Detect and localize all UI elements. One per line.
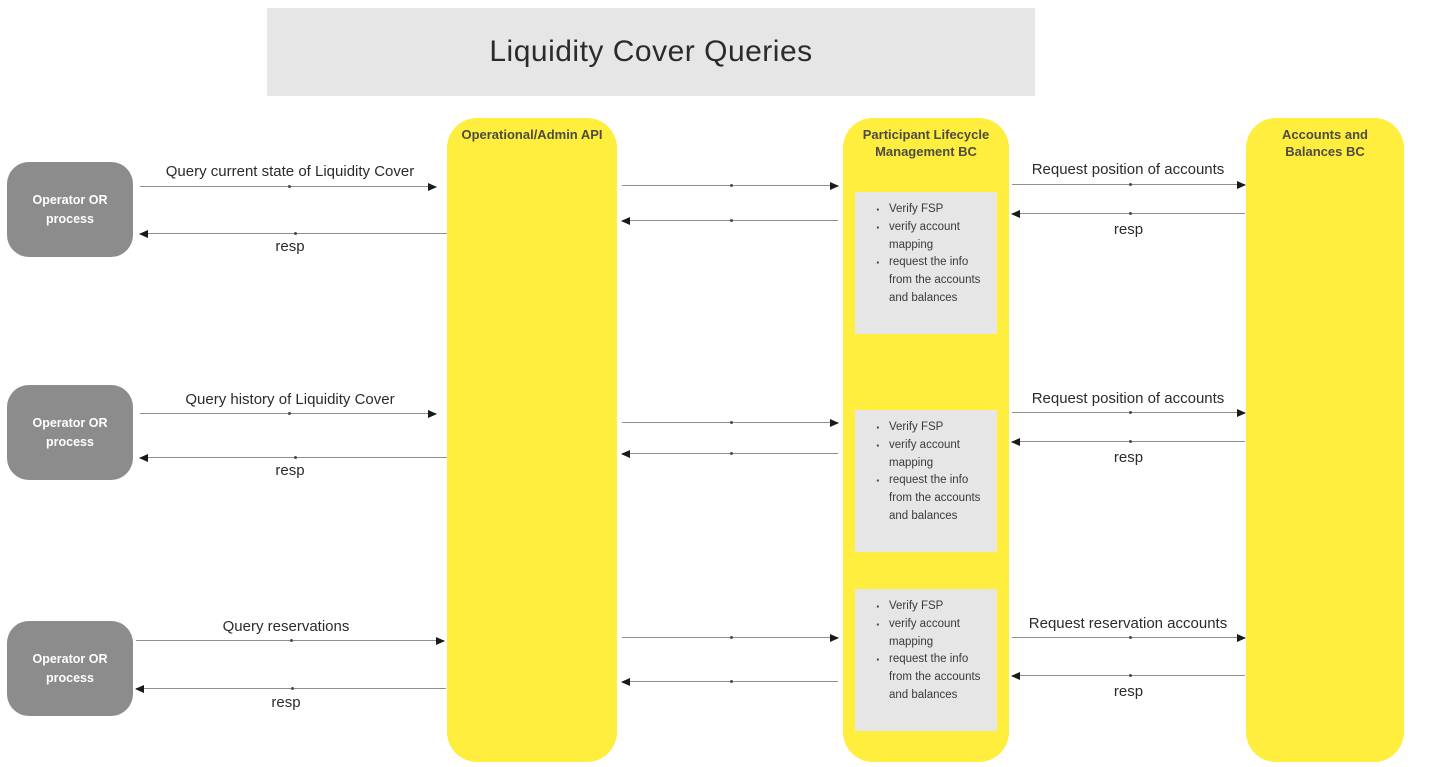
forward-arrow xyxy=(622,633,839,642)
resp-label: resp xyxy=(275,238,305,255)
request-resp-label: resp xyxy=(1113,449,1144,466)
note-item: verify account mapping xyxy=(876,436,993,473)
note-verify-steps: Verify FSP verify account mapping reques… xyxy=(855,192,997,334)
query-arrow xyxy=(136,636,445,645)
note-item: request the info from the accounts and b… xyxy=(876,650,993,704)
note-verify-steps: Verify FSP verify account mapping reques… xyxy=(855,410,997,552)
return-arrow xyxy=(621,677,838,686)
request-label: Request reservation accounts xyxy=(1028,615,1228,632)
note-list: Verify FSP verify account mapping reques… xyxy=(855,597,993,705)
query-label: Query reservations xyxy=(222,618,350,635)
lane-label: Accounts and Balances BC xyxy=(1282,127,1368,159)
lane-operational-admin-api: Operational/Admin API xyxy=(447,118,617,762)
request-resp-label: resp xyxy=(1113,221,1144,238)
forward-arrow xyxy=(622,418,839,427)
query-arrow xyxy=(140,409,437,418)
diagram-title: Liquidity Cover Queries xyxy=(267,8,1035,96)
resp-arrow xyxy=(139,453,447,462)
note-item: Verify FSP xyxy=(876,597,993,617)
note-item: request the info from the accounts and b… xyxy=(876,471,993,525)
note-list: Verify FSP verify account mapping reques… xyxy=(855,200,993,308)
note-item: request the info from the accounts and b… xyxy=(876,253,993,307)
actor-label: Operator OR process xyxy=(32,652,108,685)
note-verify-steps: Verify FSP verify account mapping reques… xyxy=(855,589,997,731)
request-arrow xyxy=(1012,633,1246,642)
query-arrow xyxy=(140,182,437,191)
request-arrow xyxy=(1012,180,1246,189)
return-arrow xyxy=(621,449,838,458)
return-arrow xyxy=(621,216,838,225)
note-item: Verify FSP xyxy=(876,418,993,438)
lane-accounts-and-balances-bc: Accounts and Balances BC xyxy=(1246,118,1404,762)
actor-operator-process: Operator OR process xyxy=(7,385,133,480)
lane-label: Operational/Admin API xyxy=(461,127,603,142)
actor-label: Operator OR process xyxy=(32,193,108,226)
query-label: Query history of Liquidity Cover xyxy=(185,391,395,408)
actor-operator-process: Operator OR process xyxy=(7,162,133,257)
request-resp-arrow xyxy=(1011,209,1245,218)
note-list: Verify FSP verify account mapping reques… xyxy=(855,418,993,526)
request-resp-label: resp xyxy=(1113,683,1144,700)
note-item: verify account mapping xyxy=(876,615,993,652)
actor-operator-process: Operator OR process xyxy=(7,621,133,716)
note-item: Verify FSP xyxy=(876,200,993,220)
actor-label: Operator OR process xyxy=(32,416,108,449)
resp-label: resp xyxy=(271,694,301,711)
query-label: Query current state of Liquidity Cover xyxy=(165,163,415,180)
resp-label: resp xyxy=(275,462,305,479)
request-resp-arrow xyxy=(1011,437,1245,446)
request-arrow xyxy=(1012,408,1246,417)
note-item: verify account mapping xyxy=(876,218,993,255)
request-label: Request position of accounts xyxy=(1031,161,1225,178)
resp-arrow xyxy=(139,229,447,238)
resp-arrow xyxy=(135,684,446,693)
request-resp-arrow xyxy=(1011,671,1245,680)
request-label: Request position of accounts xyxy=(1031,390,1225,407)
lane-label: Participant Lifecycle Management BC xyxy=(862,127,990,159)
forward-arrow xyxy=(622,181,839,190)
